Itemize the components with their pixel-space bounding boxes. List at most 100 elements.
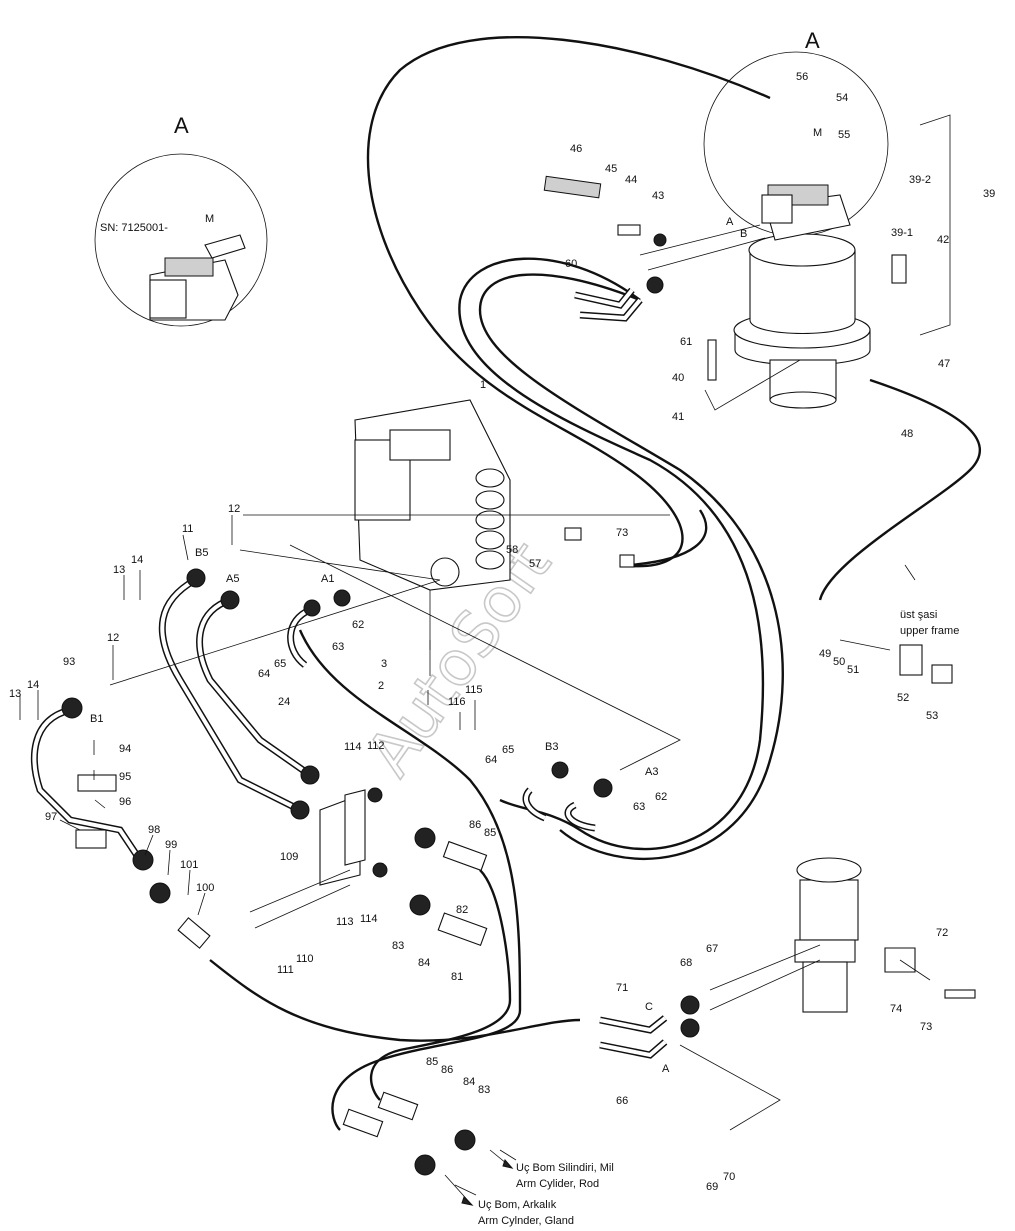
frame-note-line2: upper frame: [900, 625, 959, 637]
callout-number: 97: [45, 811, 57, 823]
callout-number: 73: [920, 1021, 932, 1033]
callout-number: 85: [426, 1056, 438, 1068]
callout-number: 62: [655, 791, 667, 803]
callout-number: 47: [938, 358, 950, 370]
callout-number: 40: [672, 372, 684, 384]
detail-label-main: A: [805, 28, 820, 53]
callout-number: 43: [652, 190, 664, 202]
swing-motor: [733, 184, 871, 409]
port-label: M: [813, 127, 822, 139]
frame-note-line1: üst şasi: [900, 609, 937, 621]
callout-number: 65: [274, 658, 286, 670]
callout-number: 70: [723, 1171, 735, 1183]
callout-number: 42: [937, 234, 949, 246]
callout-number: 14: [131, 554, 143, 566]
callout-number: 81: [451, 971, 463, 983]
callout-number: 3: [381, 658, 387, 670]
callout-number: 86: [441, 1064, 453, 1076]
port-label: A5: [226, 573, 239, 585]
callout-number: 95: [119, 771, 131, 783]
callout-number: 100: [196, 882, 214, 894]
callout-number: 66: [616, 1095, 628, 1107]
steel-pipes: [31, 287, 668, 1059]
callout-number: 14: [27, 679, 39, 691]
arrowhead-1-icon: [502, 1159, 514, 1169]
callout-number: 64: [485, 754, 497, 766]
serial-note: SN: 7125001-: [100, 222, 168, 234]
callout-number: 49: [819, 648, 831, 660]
swivel-joint: [794, 857, 916, 1013]
callout-number: 62: [352, 619, 364, 631]
callout-number: 93: [63, 656, 75, 668]
destination-2-en: Arm Cylnder, Gland: [478, 1215, 574, 1227]
port-label: B3: [545, 741, 558, 753]
callout-number: 114: [344, 741, 362, 753]
detail-label-inset: A: [174, 113, 189, 138]
callout-number: 114: [360, 913, 378, 925]
callout-number: 60: [565, 258, 577, 270]
bracket-assembly: [319, 789, 366, 886]
callout-number: 39-2: [909, 174, 931, 186]
callout-number: 94: [119, 743, 131, 755]
callout-number: 48: [901, 428, 913, 440]
callout-number: 84: [463, 1076, 475, 1088]
callout-number: 2: [378, 680, 384, 692]
destination-1-tr: Uç Bom Silindiri, Mil: [516, 1162, 614, 1174]
arrowhead-2-icon: [461, 1196, 474, 1206]
callout-number: 1: [480, 379, 486, 391]
callout-number: 116: [448, 696, 466, 708]
callout-number: 57: [529, 558, 541, 570]
destination-2-tr: Uç Bom, Arkalık: [478, 1199, 557, 1211]
callout-number: 86: [469, 819, 481, 831]
callout-number: 74: [890, 1003, 902, 1015]
callout-number: 54: [836, 92, 848, 104]
callout-number: 45: [605, 163, 617, 175]
port-label: A3: [645, 766, 658, 778]
callout-number: 63: [332, 641, 344, 653]
callout-number: 58: [506, 544, 518, 556]
callout-number: 65: [502, 744, 514, 756]
callout-number: 63: [633, 801, 645, 813]
callout-number: 61: [680, 336, 692, 348]
control-valve: [354, 399, 511, 591]
callout-number: 83: [392, 940, 404, 952]
callout-number: 84: [418, 957, 430, 969]
port-label: A: [662, 1063, 670, 1075]
callout-number: 56: [796, 71, 808, 83]
callout-number: 13: [113, 564, 125, 576]
callout-number: 41: [672, 411, 684, 423]
callout-number: 13: [9, 688, 21, 700]
callout-number: 39: [983, 188, 995, 200]
hose-group: [209, 35, 982, 1131]
callout-number: 64: [258, 668, 270, 680]
callout-number: 12: [107, 632, 119, 644]
inset-motor: [149, 234, 246, 321]
callout-number: 72: [936, 927, 948, 939]
callout-number: 112: [367, 740, 385, 752]
callout-number: 83: [478, 1084, 490, 1096]
callout-number: 53: [926, 710, 938, 722]
callout-number: 73: [616, 527, 628, 539]
callout-number: 39-1: [891, 227, 913, 239]
callout-number: 24: [278, 696, 290, 708]
callout-number: 110: [296, 953, 314, 965]
callout-number: 50: [833, 656, 845, 668]
callout-number: 101: [180, 859, 198, 871]
callout-number: 68: [680, 957, 692, 969]
destination-1-en: Arm Cylider, Rod: [516, 1178, 599, 1190]
callout-number: 12: [228, 503, 240, 515]
callout-number: 52: [897, 692, 909, 704]
callout-number: 11: [182, 523, 193, 535]
callout-numbers: 56 54 M 55 39-2 39 46 45 44 43 39-1 42 6…: [9, 71, 995, 1193]
port-label: B5: [195, 547, 208, 559]
callout-number: 113: [336, 916, 354, 928]
callout-number: 99: [165, 839, 177, 851]
port-label: M: [205, 213, 214, 225]
port-label: A1: [321, 573, 334, 585]
callout-number: 51: [847, 664, 859, 676]
callout-number: 46: [570, 143, 582, 155]
callout-number: 55: [838, 129, 850, 141]
callout-number: 109: [280, 851, 298, 863]
port-label: C: [645, 1001, 653, 1013]
